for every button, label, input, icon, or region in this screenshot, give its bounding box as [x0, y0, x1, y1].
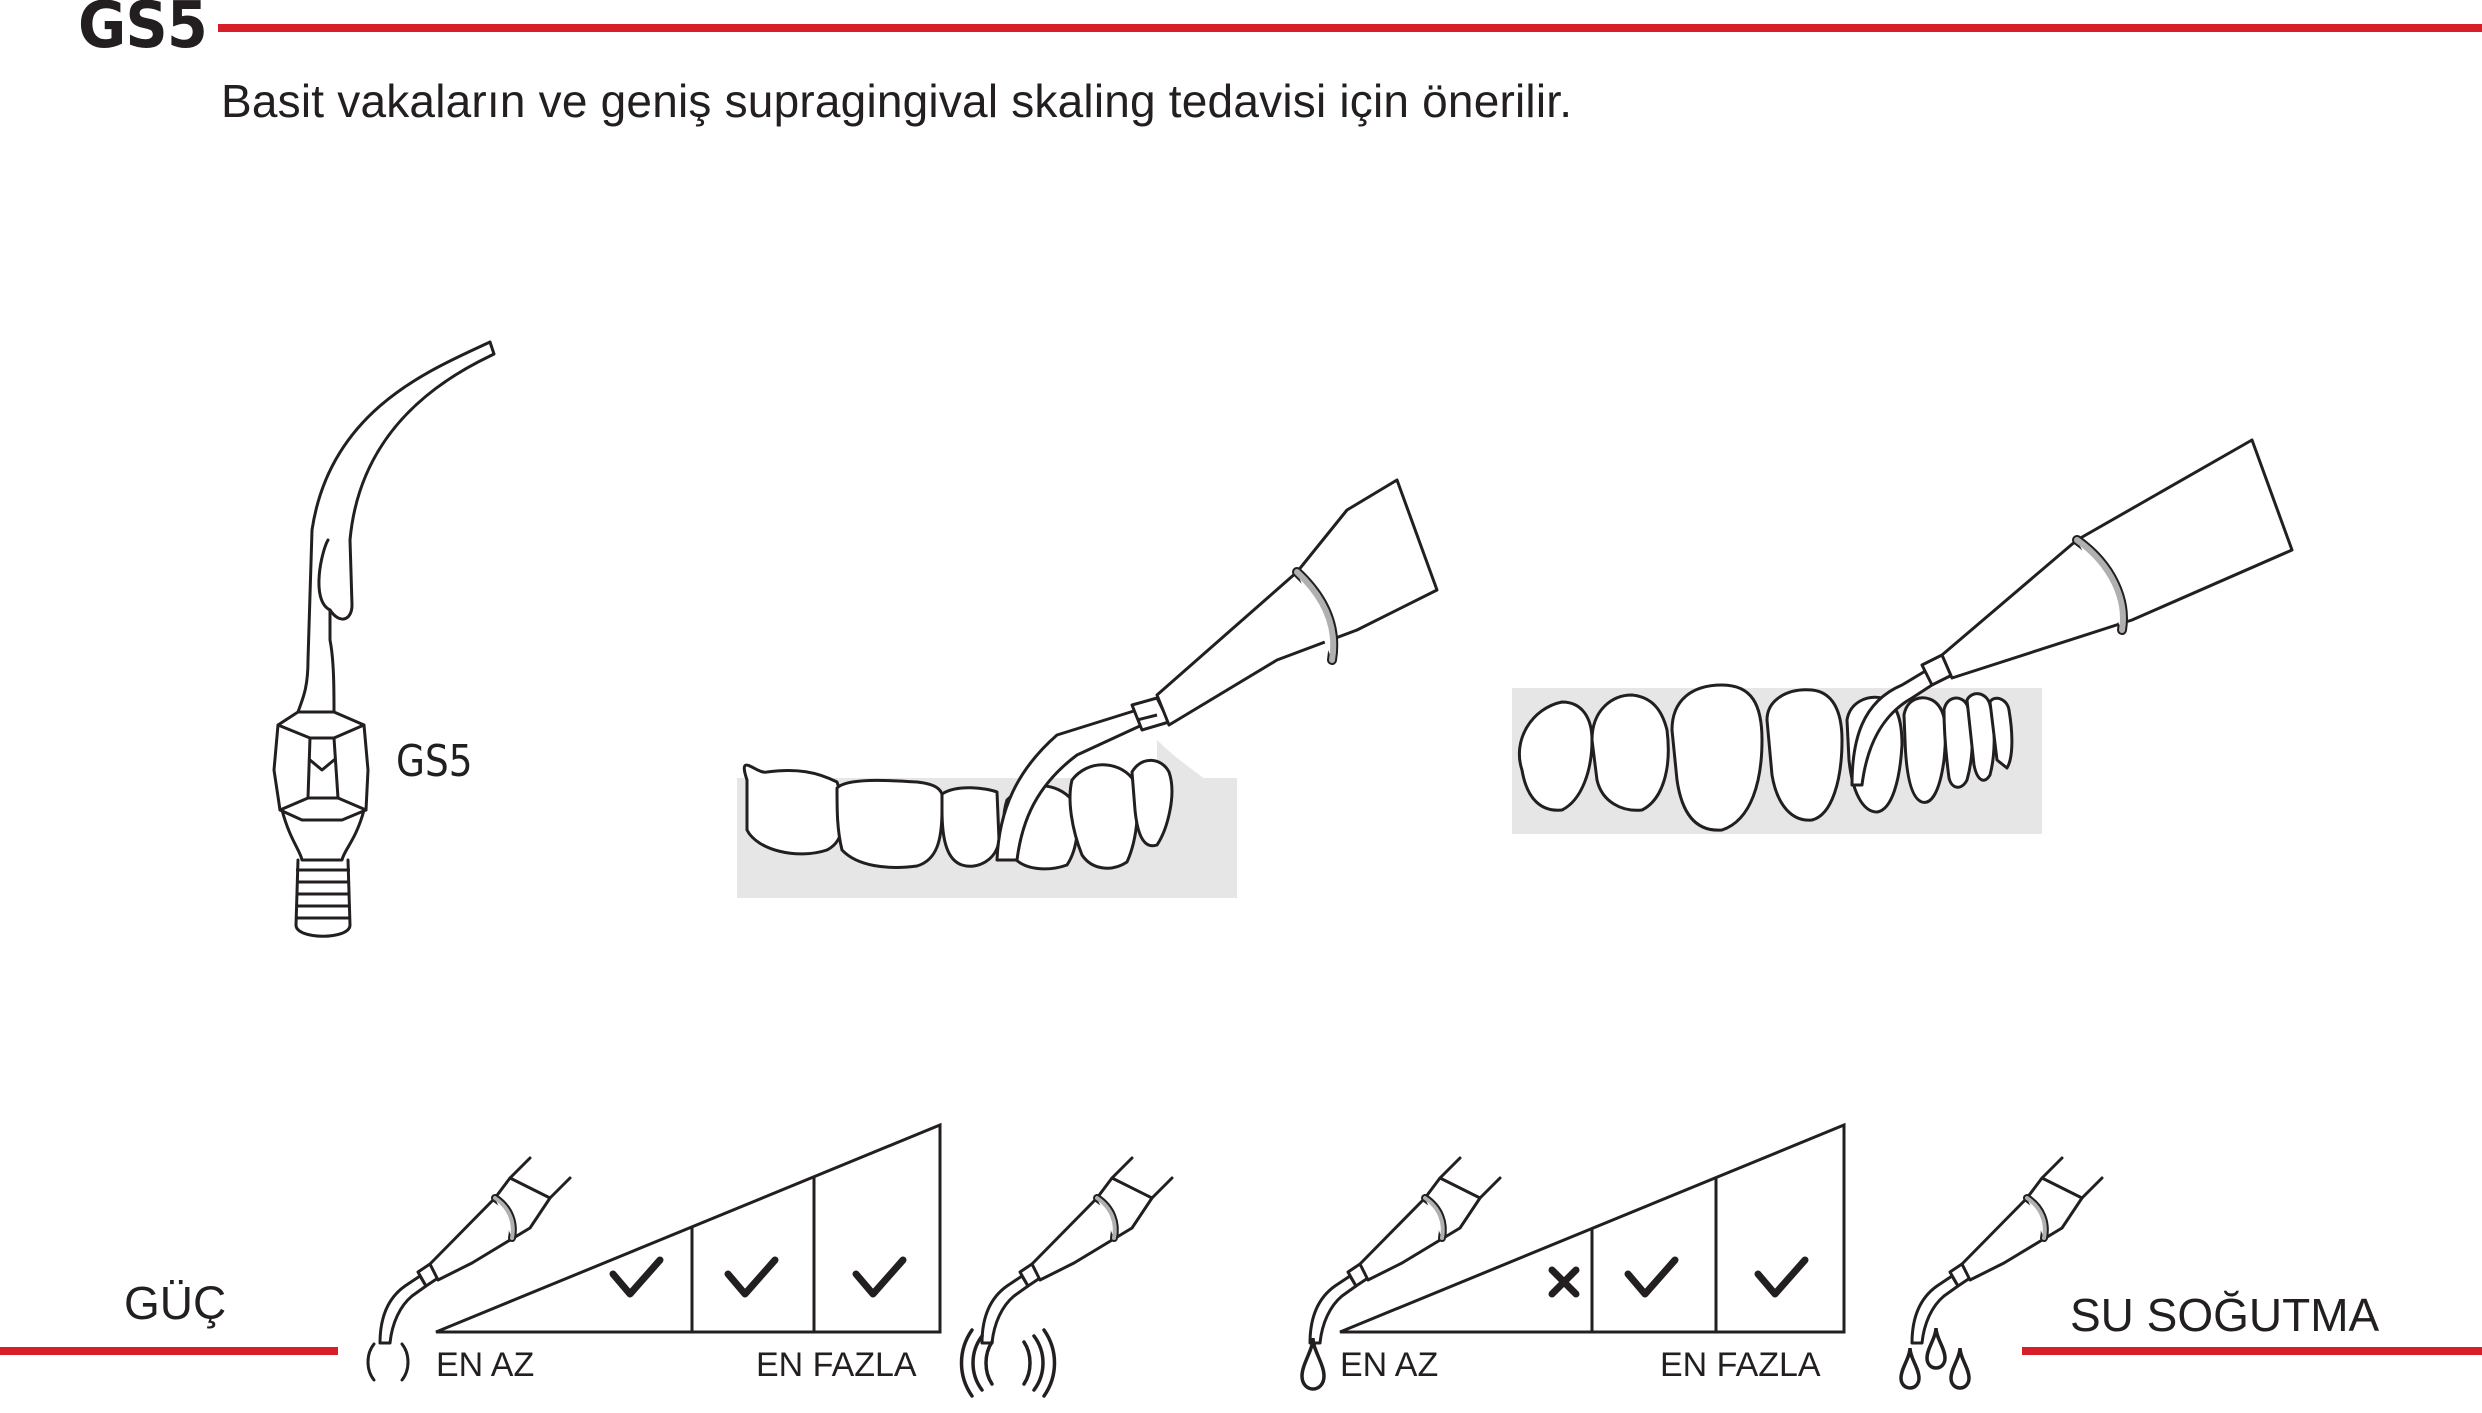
- power-min-label: EN AZ: [436, 1346, 535, 1384]
- water-level-2-check-icon: [1624, 1256, 1679, 1298]
- high-water-handpiece-icon: [1910, 1156, 2104, 1345]
- water-min-label: EN AZ: [1340, 1346, 1439, 1384]
- power-divider: [0, 1347, 338, 1355]
- high-vibration-icon: [959, 1328, 1057, 1398]
- single-drop-icon: [1300, 1337, 1326, 1391]
- anterior-teeth-illustration: [1512, 438, 2294, 834]
- water-level-chart: [1339, 1122, 1846, 1334]
- power-level-chart: [435, 1122, 942, 1334]
- power-max-label: EN FAZLA: [756, 1346, 917, 1384]
- posterior-teeth-illustration: [737, 478, 1439, 898]
- high-power-handpiece-icon: [980, 1156, 1174, 1345]
- triple-drop-icon: [1899, 1327, 1971, 1390]
- scaler-tip-illustration: [272, 340, 496, 938]
- water-level-3-check-icon: [1754, 1256, 1809, 1298]
- water-divider: [2022, 1347, 2482, 1355]
- page-subtitle: Basit vakaların ve geniş supragingival s…: [221, 75, 1573, 127]
- power-level-3-check-icon: [852, 1256, 907, 1298]
- water-max-label: EN FAZLA: [1660, 1346, 1821, 1384]
- tip-model-label: GS5: [396, 736, 473, 787]
- page-title: GS5: [78, 0, 208, 63]
- power-level-2-check-icon: [724, 1256, 779, 1298]
- title-divider: [218, 24, 2482, 32]
- low-water-handpiece-icon: [1308, 1156, 1502, 1345]
- power-label: GÜÇ: [124, 1277, 227, 1329]
- water-level-1-cross-icon: [1548, 1266, 1580, 1298]
- low-power-handpiece-icon: [378, 1156, 572, 1345]
- water-cooling-label: SU SOĞUTMA: [2070, 1289, 2380, 1341]
- low-vibration-icon: [366, 1342, 410, 1382]
- power-level-1-check-icon: [609, 1256, 664, 1298]
